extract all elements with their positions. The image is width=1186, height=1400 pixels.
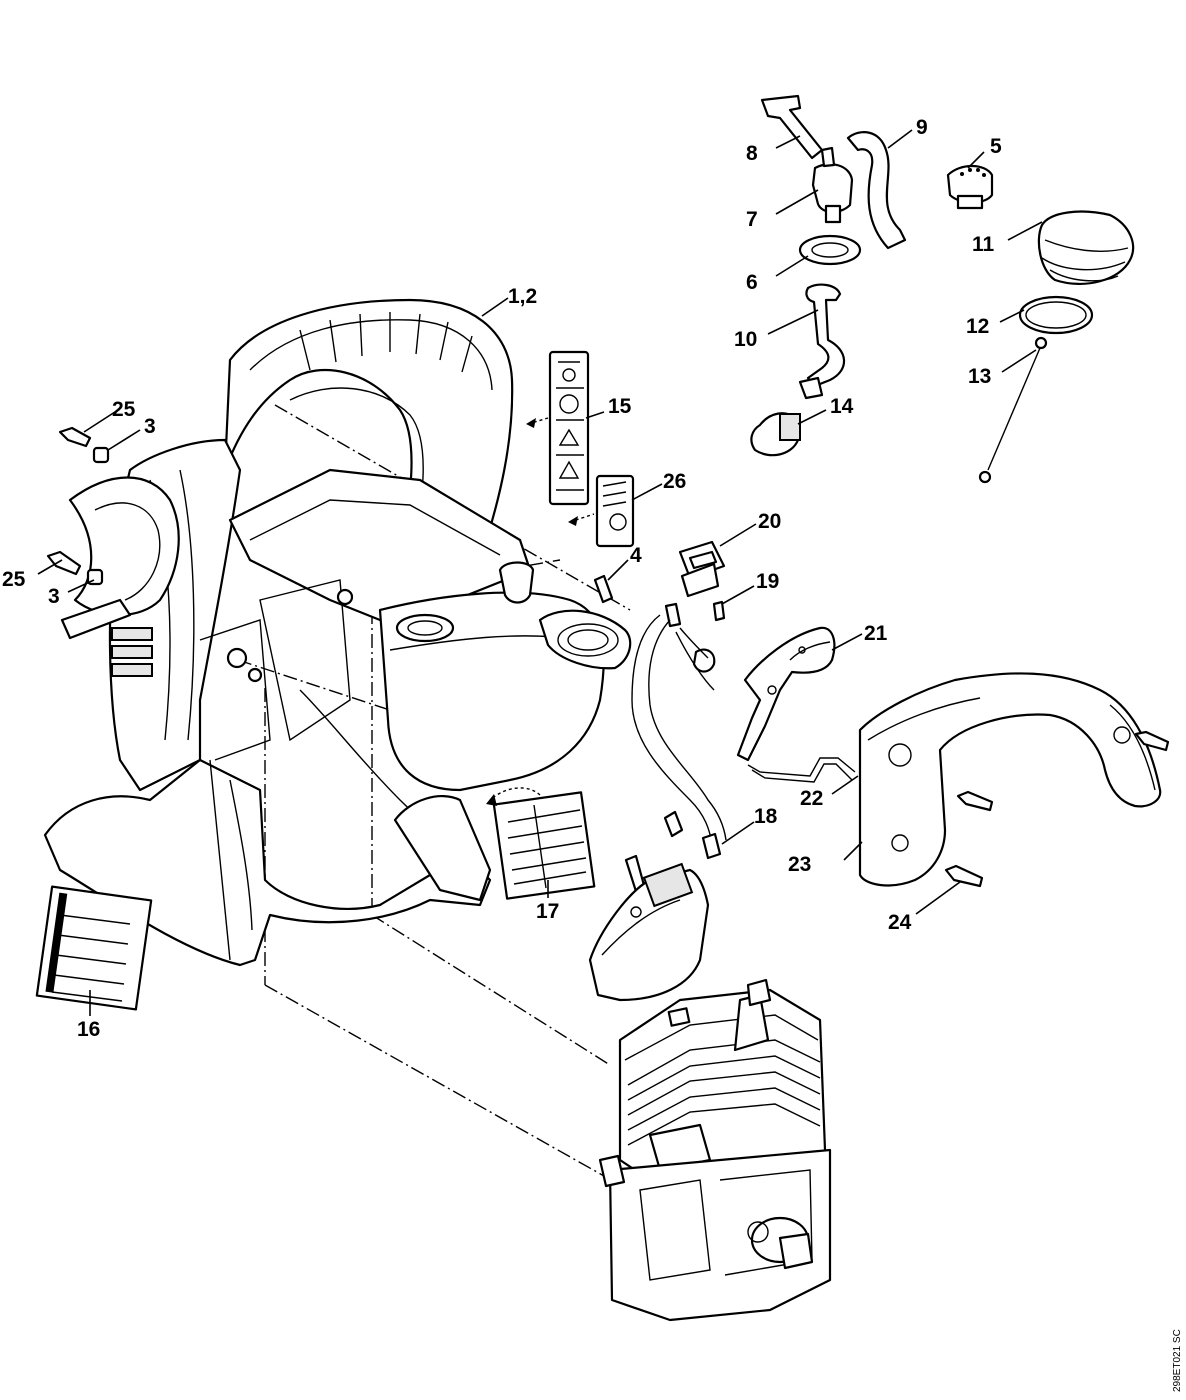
callout-18: 18 [754,805,778,828]
valve-7 [811,146,854,224]
callout-21: 21 [864,622,888,645]
fuel-cap-11 [1037,210,1135,285]
drawing-reference: 298ET021 SC [1172,1329,1183,1392]
lever-8 [760,94,824,160]
warning-label-15 [526,350,590,506]
screw-25-lower [46,550,82,576]
strainer-13 [978,336,1048,484]
fuel-hose-10 [805,283,846,388]
screw-24-upper [956,790,994,812]
valve-5 [946,164,994,210]
grommet-6 [798,234,862,266]
callout-4: 4 [630,544,642,567]
switch-20 [678,540,726,598]
callout-26: 26 [663,470,686,493]
callout-1-2: 1,2 [508,285,537,308]
collar-3-upper [92,446,110,464]
engine-cylinder [598,978,832,1322]
callout-12: 12 [966,315,989,338]
callout-25-lower: 25 [2,568,26,591]
callout-19: 19 [756,570,779,593]
instruction-label-17 [486,787,596,900]
contact-19 [664,600,726,673]
callout-6: 6 [746,271,758,294]
callout-5: 5 [990,135,1002,158]
callout-3-upper: 3 [144,415,156,438]
callout-13: 13 [968,365,991,388]
handle-screw-right [1134,730,1170,752]
warning-label-26 [568,474,635,548]
callout-20: 20 [758,510,781,533]
throttle-trigger-21 [736,626,836,762]
callout-23: 23 [788,853,811,876]
screw-24-lower [944,864,984,888]
pin-4 [593,574,614,604]
callout-24: 24 [888,911,912,934]
callout-25-upper: 25 [112,398,136,421]
handle-23 [858,672,1162,887]
callout-10: 10 [734,328,757,351]
callout-22: 22 [800,787,823,810]
rating-label-16 [35,885,153,1011]
callout-17: 17 [536,900,559,923]
callout-15: 15 [608,395,632,418]
callout-8: 8 [746,142,758,165]
o-ring-12 [1018,295,1094,335]
throttle-rod-22 [747,757,856,783]
callout-16: 16 [77,1018,100,1041]
screw-25-upper [58,426,92,448]
leader-lines [37,129,1043,1016]
callout-9: 9 [916,116,928,139]
primer-14 [750,376,824,457]
wire-harness-18 [631,614,727,860]
callout-14: 14 [830,395,854,418]
callout-labels: 1,2 3 3 4 5 6 7 8 9 10 11 12 13 14 15 16… [2,116,1002,1041]
hose-9 [846,131,907,250]
callout-11: 11 [972,233,995,256]
callout-3-lower: 3 [48,585,60,608]
callout-7: 7 [746,208,758,231]
blower-housing [43,298,632,967]
ignition-module [588,854,710,1002]
